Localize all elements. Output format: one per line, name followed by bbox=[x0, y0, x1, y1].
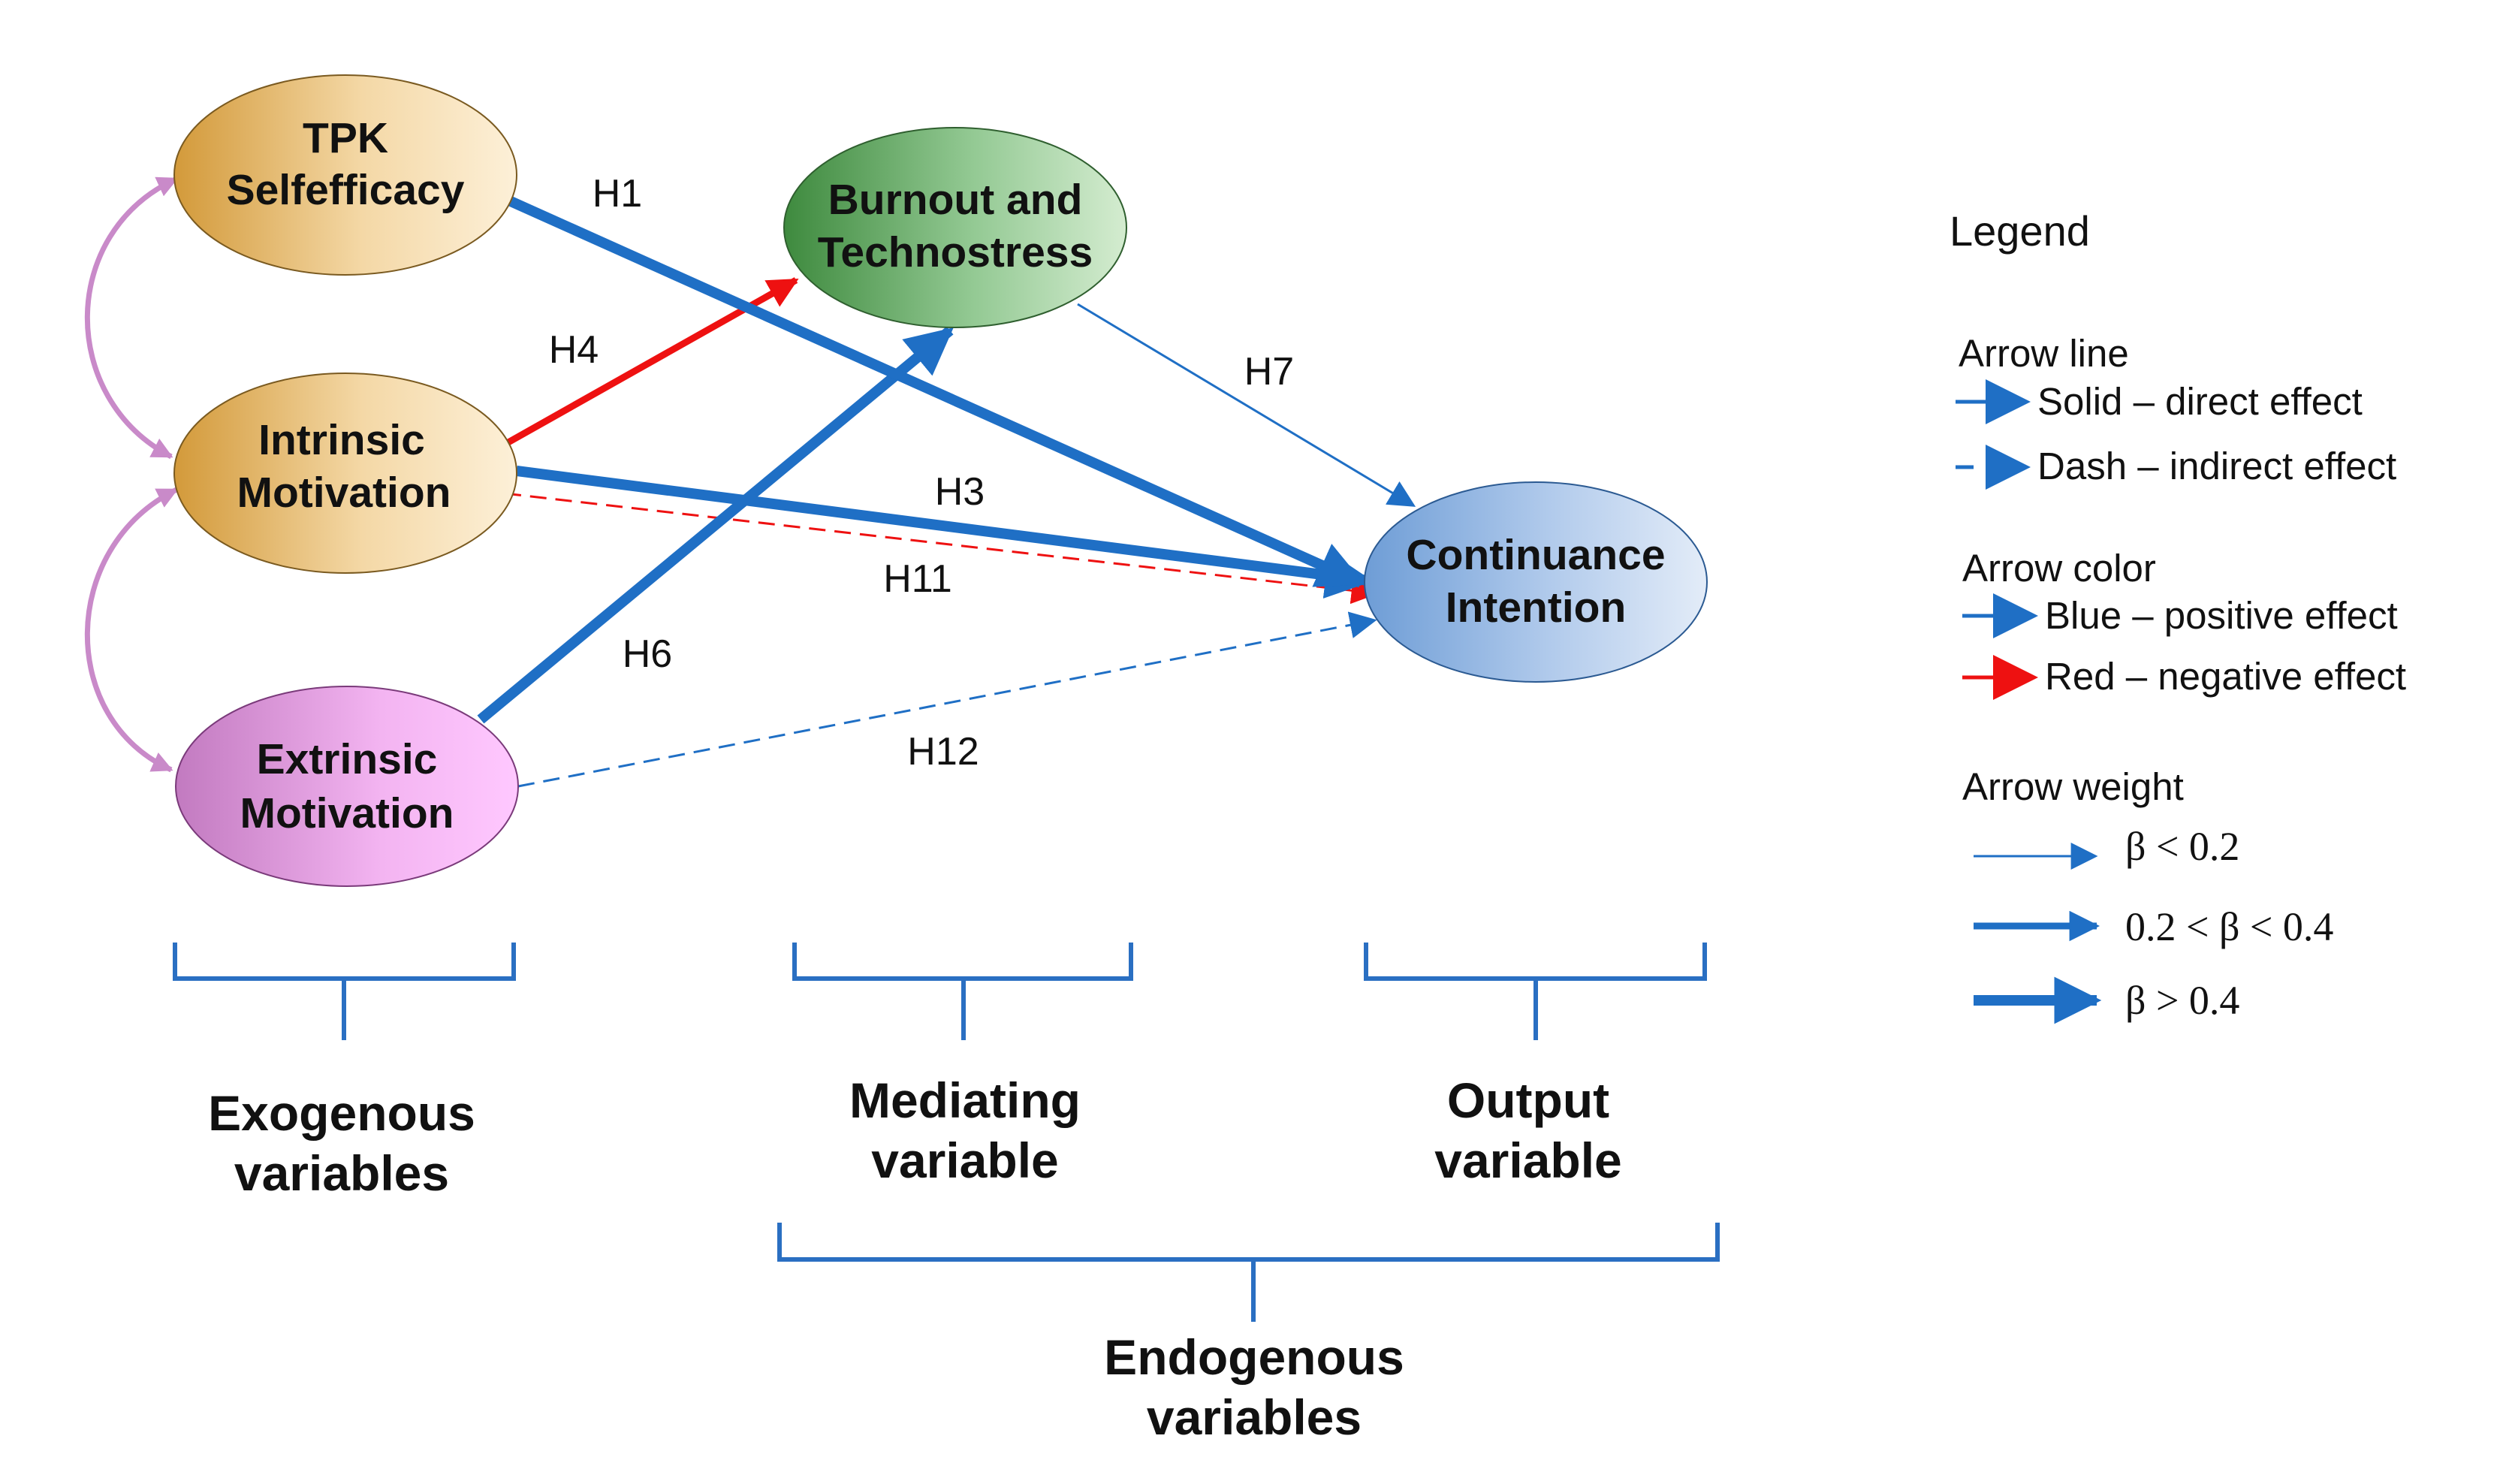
node-burnout-technostress: Burnout and Technostress bbox=[783, 127, 1127, 328]
correlation-arc-intrinsic-extrinsic bbox=[84, 487, 179, 773]
legend-red-text: Red – negative effect bbox=[2045, 655, 2406, 698]
arrow-h11 bbox=[504, 492, 1379, 605]
label-h7: H7 bbox=[1244, 350, 1294, 394]
label-h1: H1 bbox=[593, 172, 642, 216]
label-h4: H4 bbox=[549, 328, 599, 372]
legend-dash-text: Dash – indirect effect bbox=[2037, 445, 2396, 487]
group-braces bbox=[173, 943, 1720, 1322]
legend-solid-text: Solid – direct effect bbox=[2037, 380, 2363, 423]
node-label-line2: Intention bbox=[1446, 584, 1627, 632]
group-label-output-line1: Output bbox=[1447, 1072, 1609, 1128]
legend-weight-mid-text: 0.2 < β < 0.4 bbox=[2125, 904, 2333, 949]
node-label-line2: Selfefficacy bbox=[227, 166, 465, 214]
node-label-line2: Motivation bbox=[237, 469, 451, 517]
node-label-line1: Intrinsic bbox=[258, 416, 425, 464]
group-label-exogenous-line1: Exogenous bbox=[208, 1085, 475, 1141]
legend-weight-high-text: β > 0.4 bbox=[2125, 978, 2239, 1023]
group-label-mediating-line1: Mediating bbox=[849, 1072, 1081, 1128]
correlation-arcs bbox=[84, 176, 179, 773]
node-label-line1: Continuance bbox=[1406, 531, 1665, 579]
node-label-line1: Extrinsic bbox=[257, 735, 438, 783]
label-h3: H3 bbox=[935, 470, 985, 514]
label-h12: H12 bbox=[907, 730, 979, 774]
label-h11: H11 bbox=[883, 557, 952, 601]
path-arrows bbox=[477, 196, 1416, 788]
node-label-line2: Motivation bbox=[240, 789, 454, 837]
node-extrinsic-motivation: Extrinsic Motivation bbox=[175, 686, 519, 887]
group-label-endogenous-line1: Endogenous bbox=[1104, 1329, 1404, 1385]
legend-title: Legend bbox=[1950, 207, 2090, 255]
hypothesis-labels: H1 H4 H7 H3 H11 H6 H12 bbox=[549, 172, 1294, 774]
group-label-endogenous-line2: variables bbox=[1147, 1389, 1362, 1445]
legend-weight-low-text: β < 0.2 bbox=[2125, 824, 2239, 869]
arrow-h3 bbox=[516, 466, 1374, 599]
brace-mediating bbox=[792, 943, 1133, 1040]
brace-exogenous bbox=[173, 943, 516, 1040]
node-label-line1: TPK bbox=[303, 114, 388, 162]
arrow-h12 bbox=[517, 611, 1377, 788]
node-tpk-selfefficacy: TPK Selfefficacy bbox=[173, 74, 517, 276]
legend-arrow-line-heading: Arrow line bbox=[1959, 332, 2129, 375]
legend-arrow-color-heading: Arrow color bbox=[1962, 547, 2156, 590]
brace-endogenous bbox=[777, 1223, 1720, 1322]
label-h6: H6 bbox=[623, 632, 672, 676]
legend-blue-text: Blue – positive effect bbox=[2045, 594, 2398, 637]
node-label-line2: Technostress bbox=[818, 228, 1093, 276]
node-label-line1: Burnout and bbox=[828, 176, 1083, 224]
group-label-exogenous-line2: variables bbox=[234, 1145, 449, 1201]
arrow-h1 bbox=[508, 196, 1365, 588]
legend: Legend Arrow line Solid – direct effect … bbox=[1950, 207, 2406, 1024]
brace-output bbox=[1364, 943, 1707, 1040]
node-continuance-intention: Continuance Intention bbox=[1364, 481, 1708, 683]
group-label-mediating-line2: variable bbox=[871, 1133, 1059, 1188]
legend-arrow-weight-heading: Arrow weight bbox=[1962, 765, 2184, 808]
node-intrinsic-motivation: Intrinsic Motivation bbox=[173, 373, 517, 574]
arrow-h6 bbox=[477, 326, 954, 724]
correlation-arc-tpk-intrinsic bbox=[84, 176, 179, 460]
arrow-h7 bbox=[1077, 303, 1416, 507]
group-labels: Exogenous variables Mediating variable O… bbox=[208, 1072, 1622, 1445]
group-label-output-line2: variable bbox=[1434, 1133, 1622, 1188]
